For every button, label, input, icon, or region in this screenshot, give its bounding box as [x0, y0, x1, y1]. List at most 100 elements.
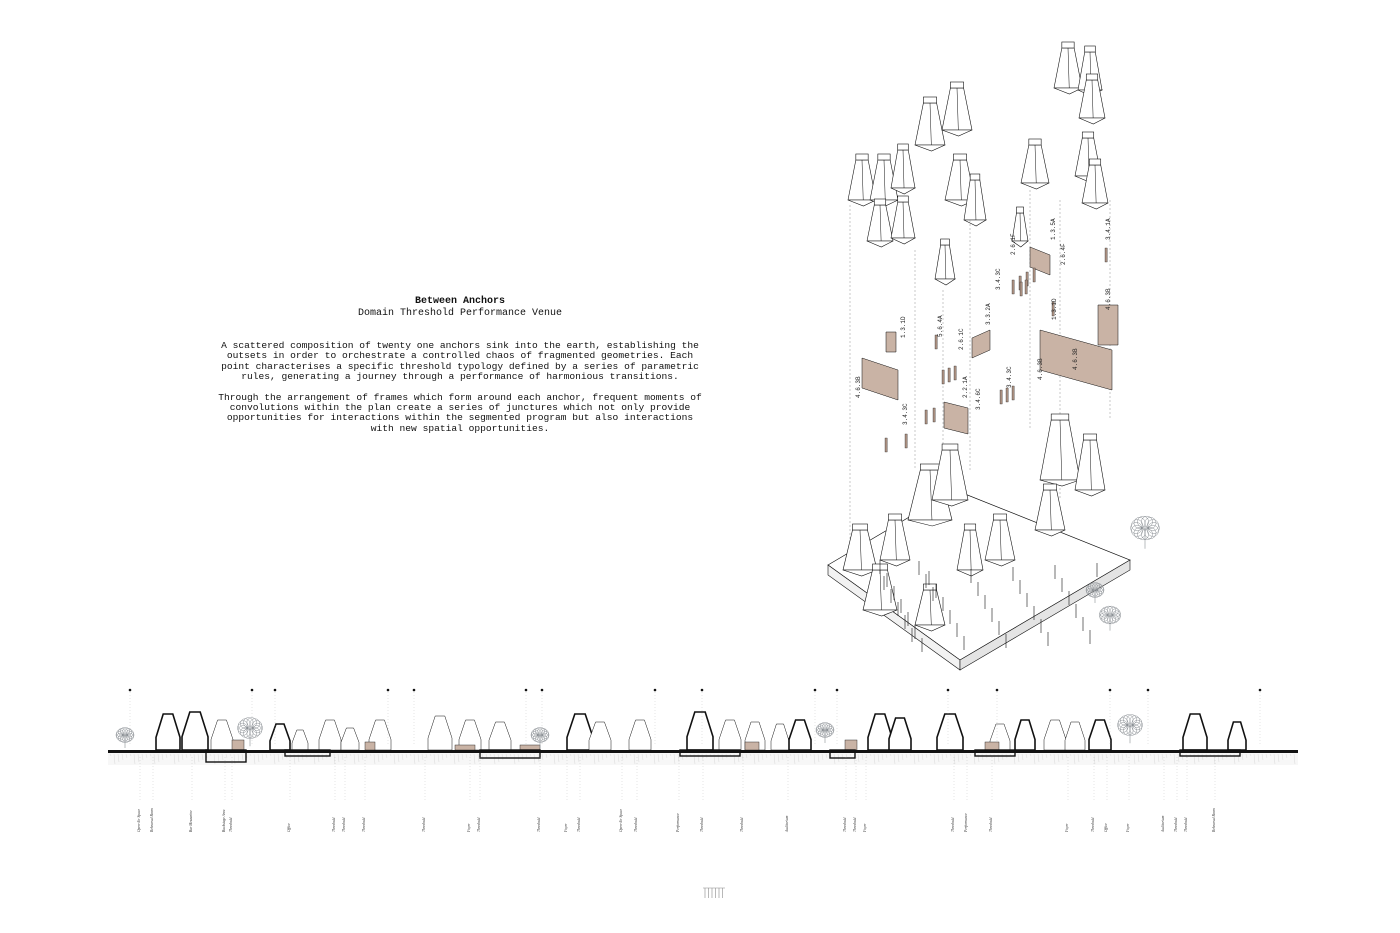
ground-texture	[657, 753, 660, 763]
ground-texture	[629, 753, 632, 757]
section-label: Office	[1104, 823, 1108, 832]
section-marker	[128, 688, 132, 692]
section-label: Threshold	[362, 817, 366, 832]
ground-texture	[1289, 753, 1292, 757]
element-tag: 5.6.4A	[937, 315, 944, 337]
ground-texture	[453, 753, 456, 765]
ground-texture	[1285, 753, 1288, 759]
ground-texture	[197, 753, 200, 763]
ground-texture	[381, 753, 384, 761]
ground-texture	[377, 753, 380, 763]
ground-texture	[1181, 753, 1184, 761]
ground-texture	[153, 753, 156, 765]
section-marker	[653, 688, 657, 692]
ground-texture	[1001, 753, 1004, 761]
section-infill	[744, 741, 760, 751]
ground-texture	[1033, 753, 1036, 765]
ground-texture	[573, 753, 576, 765]
project-subtitle: Domain Threshold Performance Venue	[357, 308, 563, 319]
ground-texture	[1049, 753, 1052, 757]
ground-texture	[589, 753, 592, 757]
ground-texture	[217, 753, 220, 763]
tree	[1130, 515, 1160, 549]
ground-texture	[1073, 753, 1076, 765]
ground-texture	[1069, 753, 1072, 757]
section-roof	[788, 719, 812, 751]
frame-column	[924, 409, 928, 425]
ground-texture	[805, 753, 808, 759]
basement-cut	[1179, 749, 1241, 757]
ground-texture	[193, 753, 196, 765]
ground-texture	[565, 753, 568, 759]
ground-texture	[1221, 753, 1224, 761]
ground-texture	[605, 753, 608, 759]
section-label: Rehearsal Room	[150, 808, 154, 833]
ground-texture	[529, 753, 532, 757]
basement-cut	[679, 749, 741, 757]
section-label: Open-Air Space	[137, 809, 141, 832]
ground-texture	[149, 753, 152, 757]
section-roof	[340, 727, 360, 751]
roof-cone	[1081, 158, 1109, 210]
section-infill	[364, 741, 376, 751]
tree	[237, 717, 263, 747]
section-marker	[835, 688, 839, 692]
section-label: Backstage Area	[222, 809, 226, 832]
ground-texture	[401, 753, 404, 761]
ground-texture	[129, 753, 132, 757]
section-label: Foyer	[1126, 823, 1130, 833]
section-label: Threshold	[1174, 817, 1178, 832]
ground-texture	[1273, 753, 1276, 765]
frame-column	[1032, 267, 1036, 283]
ground-texture	[653, 753, 656, 765]
ground-texture	[569, 753, 572, 757]
section-label: Threshold	[477, 817, 481, 832]
ground-texture	[617, 753, 620, 763]
ground-texture	[1129, 753, 1132, 757]
ground-texture	[909, 753, 912, 757]
section-infill	[454, 744, 476, 751]
ground-texture	[1121, 753, 1124, 761]
ground-texture	[1269, 753, 1272, 757]
ground-texture	[825, 753, 828, 759]
ground-texture	[421, 753, 424, 761]
section-roof	[155, 713, 181, 751]
ground-texture	[1169, 753, 1172, 757]
ground-texture	[885, 753, 888, 759]
ground-texture	[209, 753, 212, 757]
element-tag: 3.4.6C	[975, 388, 982, 410]
element-tag: 1.3.1D	[900, 316, 907, 338]
ground-texture	[501, 753, 504, 761]
ground-texture	[1093, 753, 1096, 765]
ground-texture	[169, 753, 172, 757]
frame-column	[1011, 279, 1015, 295]
ground-texture	[881, 753, 884, 761]
ground-texture	[173, 753, 176, 765]
element-tag: 4.6.3B	[855, 376, 862, 398]
section-roof	[888, 717, 912, 751]
section-label: Threshold	[577, 817, 581, 832]
ground-texture	[413, 753, 416, 765]
section-marker	[250, 688, 254, 692]
roof-cone	[1039, 413, 1081, 487]
ground-texture	[609, 753, 612, 757]
ground-texture	[809, 753, 812, 757]
element-tag: 2.2.1A	[962, 376, 969, 398]
ground-texture	[1045, 753, 1048, 759]
ground-texture	[1201, 753, 1204, 761]
element-tag: 3.4.1A	[1105, 218, 1112, 240]
ground-texture	[873, 753, 876, 765]
ground-texture	[1149, 753, 1152, 757]
ground-texture	[949, 753, 952, 757]
ground-texture	[465, 753, 468, 759]
section-marker	[1258, 688, 1262, 692]
wall-panel	[885, 331, 897, 353]
element-tag: 4.6.3B	[1105, 288, 1112, 310]
ground-texture	[1041, 753, 1044, 761]
ground-texture	[817, 753, 820, 763]
frame-column	[904, 433, 908, 449]
sheet-number-mark	[703, 887, 725, 898]
section-roof	[628, 719, 652, 751]
ground-texture	[1257, 753, 1260, 763]
